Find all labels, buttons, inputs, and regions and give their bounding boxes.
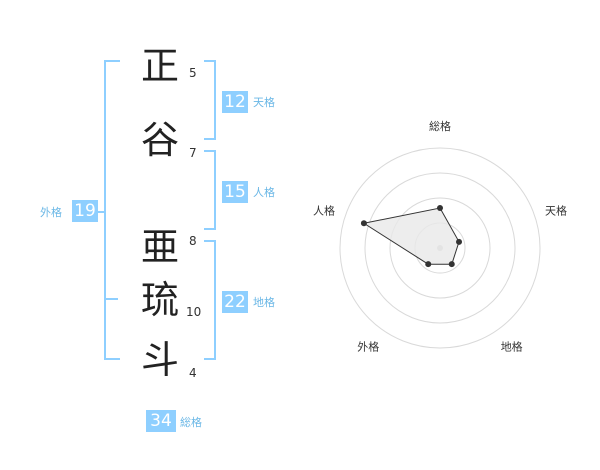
radar-axis-label-1: 総格 <box>429 119 451 133</box>
chikaku-label: 地格 <box>253 296 275 309</box>
gaikaku-bracket-stem <box>98 211 106 213</box>
radar-axis-label-2: 天格 <box>545 203 567 217</box>
stroke-count-4: 10 <box>186 305 202 319</box>
tenkaku-value: 12 <box>222 91 248 113</box>
chikaku-value: 22 <box>222 291 248 313</box>
gaikaku-label: 外格 <box>40 206 62 219</box>
jinkaku-label: 人格 <box>253 186 275 199</box>
radar-point-4 <box>425 261 432 268</box>
name-char-4: 琉 <box>140 278 179 322</box>
stroke-count-5: 4 <box>189 366 197 380</box>
soukaku-label: 総格 <box>180 416 202 429</box>
stroke-count-1: 5 <box>189 66 197 80</box>
gaikaku-value: 19 <box>72 200 98 222</box>
name-char-5: 斗 <box>140 338 179 382</box>
radar-ring-3 <box>364 172 516 324</box>
radar-point-3 <box>448 261 455 268</box>
jinkaku-value: 15 <box>222 181 248 203</box>
soukaku-value: 34 <box>146 410 176 432</box>
gaikaku-bracket-tick <box>104 298 118 300</box>
radar-area <box>362 207 460 265</box>
stroke-count-2: 7 <box>189 146 197 160</box>
radar-axis-label-5: 人格 <box>313 203 335 217</box>
radar-point-1 <box>437 205 443 211</box>
tenkaku-bracket <box>204 60 216 140</box>
chikaku-bracket <box>204 240 216 360</box>
radar-point-2 <box>456 238 463 245</box>
name-char-2: 谷 <box>140 118 179 162</box>
radar-axis-label-3: 地格 <box>501 340 523 354</box>
radar-points <box>360 205 463 268</box>
stroke-count-3: 8 <box>189 234 197 248</box>
radar-ring-4 <box>339 147 541 349</box>
radar-grid <box>339 147 541 349</box>
radar-axis-label-4: 外格 <box>357 340 379 354</box>
tenkaku-label: 天格 <box>253 96 275 109</box>
radar-point-5 <box>360 220 367 227</box>
name-char-1: 正 <box>140 44 179 88</box>
name-char-3: 亜 <box>140 225 179 269</box>
jinkaku-bracket <box>204 150 216 230</box>
radar-ring-2 <box>389 197 491 299</box>
gaikaku-bracket <box>104 60 120 360</box>
